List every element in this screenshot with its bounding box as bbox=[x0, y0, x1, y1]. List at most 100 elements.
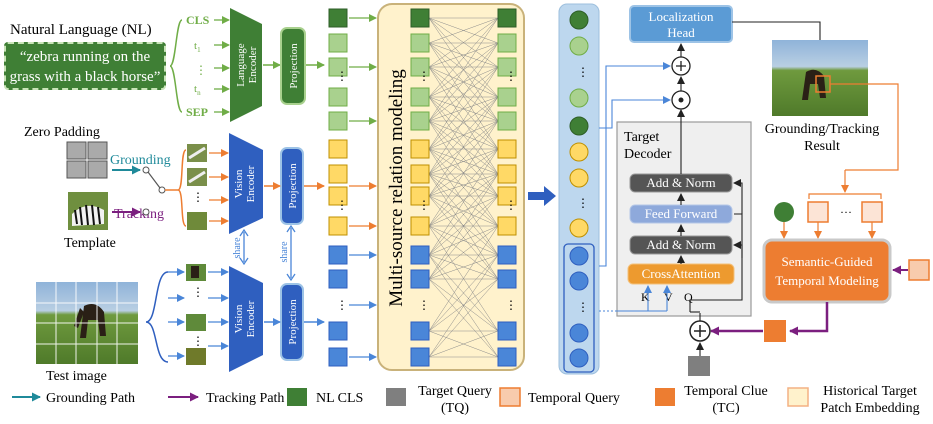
sgtm-label-1: Semantic-Guided bbox=[782, 254, 873, 269]
nl-text-box: “zebra running on the grass with a black… bbox=[4, 42, 166, 90]
target-decoder-label-2: Decoder bbox=[624, 147, 672, 162]
input-token bbox=[328, 57, 348, 77]
relation-edge bbox=[428, 42, 499, 98]
input-token bbox=[328, 33, 348, 53]
input-token bbox=[328, 111, 348, 131]
test-bracket bbox=[145, 271, 169, 363]
feed-forward-label: Feed Forward bbox=[645, 206, 718, 221]
language-encoder bbox=[230, 8, 262, 122]
relation-edge bbox=[428, 278, 499, 358]
relation-out-token bbox=[497, 347, 517, 367]
legend-historical-1: Historical Target bbox=[823, 384, 917, 399]
relation-out-token bbox=[497, 164, 517, 184]
legend-grounding-path: Grounding Path bbox=[46, 391, 135, 406]
relation-out-dots: ⋮ bbox=[505, 298, 517, 312]
legend-temporal-query-swatch bbox=[499, 387, 521, 407]
nl-text-line-2: grass with a black horse” bbox=[9, 69, 161, 85]
template-label: Template bbox=[64, 236, 116, 251]
svg-text:⋮: ⋮ bbox=[192, 285, 204, 299]
relation-edge bbox=[428, 173, 499, 280]
input-token bbox=[328, 321, 348, 341]
input-token bbox=[328, 245, 348, 265]
output-token-circle bbox=[569, 246, 589, 266]
input-token bbox=[328, 269, 348, 289]
output-token-circle bbox=[569, 348, 589, 368]
relation-in-dots: ⋮ bbox=[418, 69, 430, 83]
localization-head bbox=[629, 5, 733, 43]
language-encoder-label-2: Encoder bbox=[247, 46, 259, 83]
relation-edge bbox=[428, 96, 499, 197]
projection-language bbox=[280, 27, 306, 105]
input-dots: ⋮ bbox=[336, 198, 348, 212]
nl-cls-circle bbox=[774, 202, 794, 222]
output-dots: ⋮ bbox=[577, 196, 589, 210]
relation-in-token bbox=[410, 321, 430, 341]
relation-edge bbox=[428, 195, 499, 280]
q-label: Q bbox=[684, 290, 693, 304]
history-patch-2 bbox=[861, 201, 883, 223]
sgtm-to-clue-arrow bbox=[789, 302, 829, 336]
output-token-circle bbox=[569, 142, 589, 162]
nl-text-line-1: “zebra running on the bbox=[19, 49, 151, 65]
relation-edge bbox=[428, 120, 499, 227]
relation-edge bbox=[428, 148, 499, 227]
relation-out-dots: ⋮ bbox=[505, 198, 517, 212]
test-image bbox=[36, 282, 138, 364]
output-token-circle bbox=[569, 88, 589, 108]
share-label-encoder: share bbox=[232, 237, 243, 259]
nl-bracket bbox=[169, 19, 183, 113]
legend: Grounding Path Tracking Path NL CLS Targ… bbox=[12, 384, 920, 416]
relation-edge bbox=[428, 17, 499, 122]
legend-historical-swatch bbox=[787, 387, 809, 407]
result-label-2: Result bbox=[804, 139, 840, 154]
relation-edge bbox=[428, 148, 499, 175]
vision-encoder-template bbox=[229, 133, 263, 234]
relation-edge bbox=[428, 120, 499, 175]
relation-modeling-label: Multi-source relation modeling bbox=[386, 69, 407, 307]
decoder-internal-arrows bbox=[677, 109, 743, 312]
relation-edge bbox=[428, 42, 499, 122]
legend-tracking-path: Tracking Path bbox=[206, 391, 284, 406]
tracking-label: Tracking bbox=[114, 207, 164, 222]
relation-out-token bbox=[497, 186, 517, 206]
input-token bbox=[328, 139, 348, 159]
test-patch-arrows bbox=[208, 268, 229, 350]
output-token-circle bbox=[569, 10, 589, 30]
relation-edge bbox=[428, 66, 499, 150]
relation-out-token bbox=[497, 111, 517, 131]
relation-in-token bbox=[410, 33, 430, 53]
relation-in-dots: ⋮ bbox=[418, 298, 430, 312]
relation-edge bbox=[428, 330, 499, 358]
relation-edge bbox=[428, 173, 499, 227]
vision-encoder-template-label-2: Encoder bbox=[245, 165, 257, 202]
legend-nl-cls: NL CLS bbox=[316, 391, 363, 406]
relation-edge bbox=[428, 42, 499, 150]
test-patches: ⋮ ⋮ bbox=[186, 264, 206, 365]
target-query-square bbox=[688, 356, 710, 376]
projection-test bbox=[280, 283, 304, 361]
template-image bbox=[68, 192, 108, 230]
output-token-circle bbox=[569, 323, 589, 343]
relation-edge bbox=[428, 148, 499, 197]
kv-arrows bbox=[616, 285, 671, 312]
token-cls: CLS bbox=[186, 13, 210, 27]
relation-edge bbox=[428, 42, 499, 68]
grounding-label: Grounding bbox=[110, 153, 171, 168]
relation-in-token bbox=[410, 87, 430, 107]
vision-encoder-test-label-2: Encoder bbox=[245, 300, 257, 337]
relation-out-token bbox=[497, 321, 517, 341]
relation-edge bbox=[428, 66, 499, 175]
relation-edge bbox=[428, 254, 499, 332]
zero-padding-label: Zero Padding bbox=[24, 125, 100, 140]
vision-encoder-test-label-1: Vision bbox=[233, 304, 245, 333]
vision-encoder-template-label-1: Vision bbox=[233, 169, 245, 198]
relation-in-token bbox=[410, 8, 430, 28]
vision-to-add-arrow bbox=[599, 62, 671, 267]
output-token-circle bbox=[569, 271, 589, 291]
template-patch-arrows bbox=[209, 149, 229, 225]
cross-attention-label: CrossAttention bbox=[642, 266, 721, 281]
relation-connections bbox=[428, 17, 499, 358]
result-label-1: Grounding/Tracking bbox=[765, 122, 880, 137]
relation-out-token bbox=[497, 8, 517, 28]
output-token-circle bbox=[569, 36, 589, 56]
